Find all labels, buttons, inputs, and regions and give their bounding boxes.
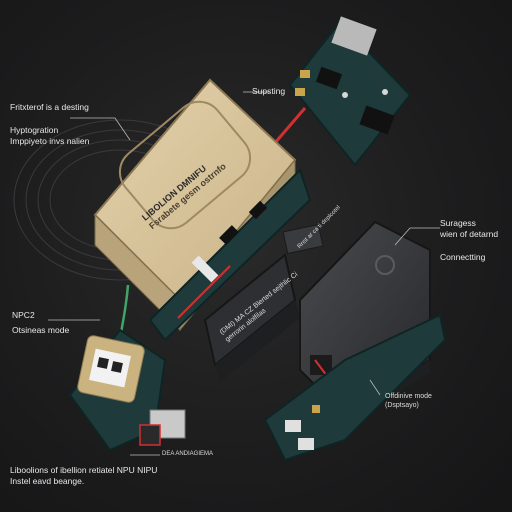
bottom-left-pcb: [68, 328, 167, 452]
bottom-right-pcb: [263, 313, 447, 462]
bottom-left-annotation: Liboolions of ibellion retiatel NPU NIPU…: [10, 465, 157, 487]
right-line1: Suragess: [440, 218, 476, 228]
right-annotation: Suragess wien of detarnd Connectting: [440, 218, 498, 263]
right-line3: Connectting: [440, 252, 486, 262]
leader-lines: [48, 91, 440, 456]
top-left-line3: Imppiyeto invs nalien: [10, 136, 90, 146]
usb-connector: [139, 409, 186, 446]
bottom-left-line2: Instel eavd beange.: [10, 476, 85, 486]
mid-left-line1: NPC2: [12, 310, 35, 320]
mid-left-line2: Otsineas mode: [12, 325, 70, 335]
top-right-pcb: [288, 16, 412, 167]
top-left-annotation: Fritxterof is a desting Hyptogration Imp…: [10, 102, 89, 147]
bottom-left-line1: Liboolions of ibellion retiatel NPU NIPU: [10, 465, 158, 475]
dark-middle-module: [203, 223, 324, 382]
right-line2: wien of detarnd: [440, 229, 499, 239]
bottom-right-annotation: Offdinive mode (Dsptsayo): [385, 392, 432, 410]
top-mid-annotation: Supsting: [252, 86, 286, 96]
top-left-line1: Fritxterof is a desting: [10, 102, 89, 112]
mid-left-annotation: NPC2 Otsineas mode: [12, 310, 69, 336]
top-left-line2: Hyptogration: [10, 125, 59, 135]
main-pcb: [148, 168, 312, 342]
bottom-right-line1: Offdinive mode: [385, 393, 432, 400]
small-caption: DEA ANDIAGIEMA: [162, 451, 214, 457]
bottom-right-line2: (Dsptsayo): [385, 402, 419, 409]
